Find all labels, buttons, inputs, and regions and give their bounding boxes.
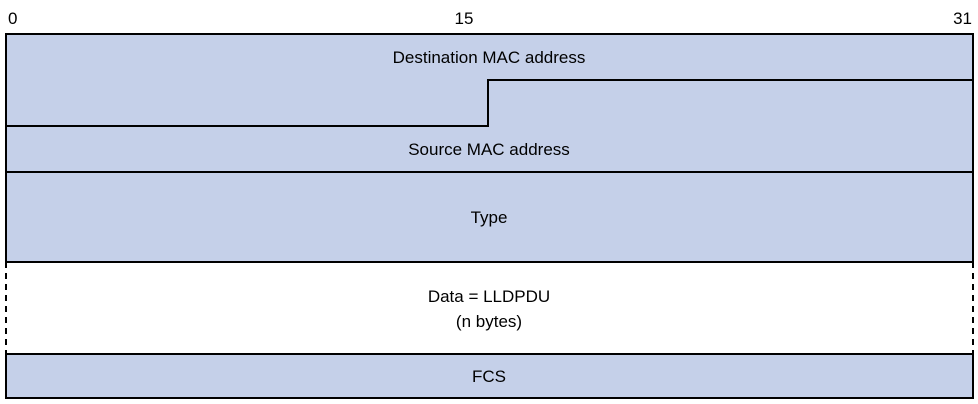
header-fields-area <box>6 34 973 262</box>
header-borders <box>5 33 974 263</box>
dest-source-split-line <box>6 79 973 127</box>
fcs-label: FCS <box>472 367 506 386</box>
data-field-borders <box>5 262 974 354</box>
type-label: Type <box>471 208 508 227</box>
bit-label-31: 31 <box>953 9 972 28</box>
bit-label-15: 15 <box>455 9 474 28</box>
source-mac-label: Source MAC address <box>408 140 570 159</box>
fcs-border <box>5 353 974 399</box>
bit-label-0: 0 <box>8 9 17 28</box>
destination-mac-label: Destination MAC address <box>393 48 586 67</box>
data-label-line1: Data = LLDPDU <box>428 287 550 306</box>
fcs-field <box>6 354 973 398</box>
data-label-line2: (n bytes) <box>456 312 522 331</box>
